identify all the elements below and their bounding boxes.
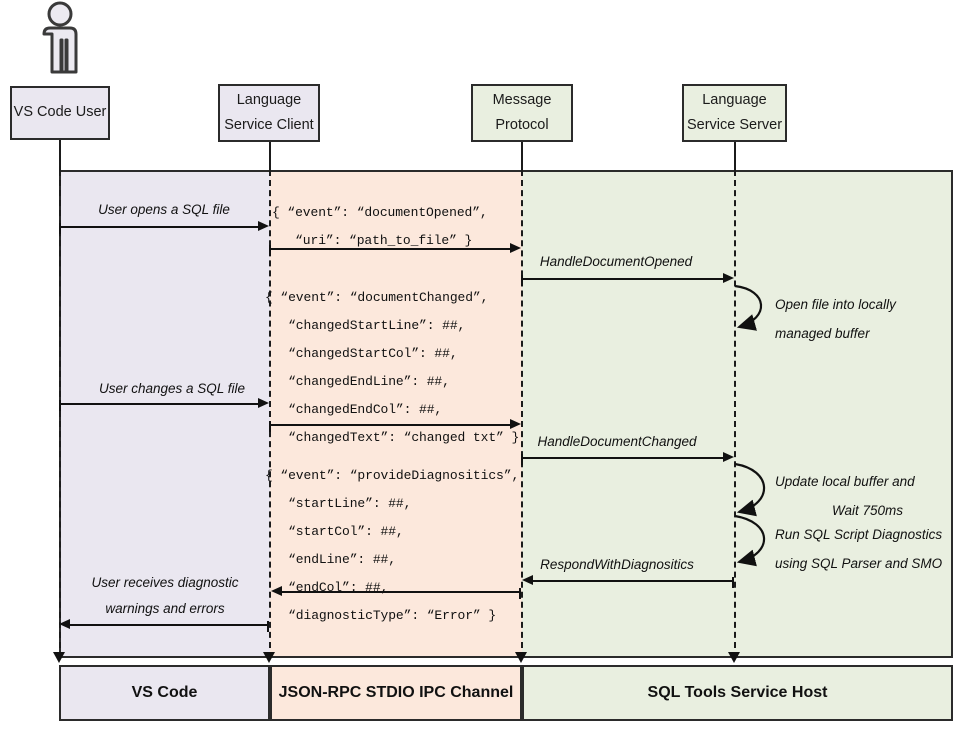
note-open-file-line1: Open file into locally xyxy=(775,297,896,312)
note-run-diagnostics-line2: using SQL Parser and SMO xyxy=(775,556,943,571)
arrowhead-client-to-protocol-opened xyxy=(510,243,521,253)
note-update-buffer-line2: Wait 750ms xyxy=(831,503,904,518)
arrow-protocol-to-client-diagnostics xyxy=(282,588,521,599)
footer-vs-code[interactable]: VS Code xyxy=(59,665,270,721)
note-open-file-line2: managed buffer xyxy=(775,326,870,341)
arrow-handle-document-changed xyxy=(521,454,723,465)
lifeline-language-service-client xyxy=(269,170,271,658)
footer-label: VS Code xyxy=(131,684,198,701)
arrowhead-respond-with-diagnositics xyxy=(522,575,533,585)
arrow-client-to-protocol-opened xyxy=(269,245,510,256)
terminator-protocol xyxy=(515,652,527,663)
lifeline-stub-user xyxy=(59,140,61,170)
terminator-client xyxy=(263,652,275,663)
arrowhead-handle-document-opened xyxy=(723,273,734,283)
band-service-host xyxy=(522,170,953,658)
arrowhead-user-opens-sql-file xyxy=(258,221,269,231)
participant-vs-code-user[interactable]: VS Code User xyxy=(10,86,110,140)
footer-label: JSON-RPC STDIO IPC Channel xyxy=(278,684,514,701)
label-user-receives-diagnostics-line2: warnings and errors xyxy=(105,601,225,616)
participant-label-line1: Message xyxy=(492,91,552,108)
participant-message-protocol[interactable]: Message Protocol xyxy=(471,84,573,142)
arrowhead-protocol-to-client-diagnostics xyxy=(271,586,282,596)
participant-label-line2: Service Server xyxy=(686,117,783,133)
terminator-server xyxy=(728,652,740,663)
band-vs-code xyxy=(59,170,270,658)
band-ipc-channel xyxy=(270,170,522,658)
person-icon xyxy=(42,1,78,74)
footer-service-host[interactable]: SQL Tools Service Host xyxy=(522,665,953,721)
lifeline-message-protocol xyxy=(521,170,523,658)
participant-language-service-client[interactable]: Language Service Client xyxy=(218,84,320,142)
participant-label-line2: Protocol xyxy=(495,117,549,133)
lifeline-stub-server xyxy=(734,142,736,170)
note-run-diagnostics: Run SQL Script Diagnostics using SQL Par… xyxy=(775,520,942,578)
terminator-user xyxy=(53,652,65,663)
lifeline-stub-protocol xyxy=(521,142,523,170)
arrow-user-receives-diagnostics xyxy=(70,621,269,632)
participant-label-line2: Service Client xyxy=(224,117,314,133)
lifeline-stub-client xyxy=(269,142,271,170)
arrow-user-opens-sql-file xyxy=(59,223,258,234)
payload-document-opened: { “event”: “documentOpened”, “uri”: “pat… xyxy=(272,205,488,248)
label-handle-document-changed: HandleDocumentChanged xyxy=(537,434,697,449)
label-respond-with-diagnositics: RespondWithDiagnositics xyxy=(540,557,694,572)
arrow-user-changes-sql-file xyxy=(59,400,258,411)
footer-ipc-channel[interactable]: JSON-RPC STDIO IPC Channel xyxy=(270,665,522,721)
note-open-file: Open file into locally managed buffer xyxy=(775,290,896,348)
arrowhead-user-receives-diagnostics xyxy=(59,619,70,629)
participant-label-line1: Language xyxy=(702,91,767,108)
payload-document-changed: { “event”: “documentChanged”, “changedSt… xyxy=(265,290,520,445)
footer-label: SQL Tools Service Host xyxy=(647,684,828,701)
arrowhead-client-to-protocol-changed xyxy=(510,419,521,429)
payload-provide-diagnositics: { “event”: “provideDiagnositics”, “start… xyxy=(265,468,520,623)
note-update-buffer: Update local buffer and Wait 750ms xyxy=(775,467,960,525)
label-user-opens-sql-file: User opens a SQL file xyxy=(98,202,230,217)
note-update-buffer-line1: Update local buffer and xyxy=(775,474,915,489)
label-handle-document-opened: HandleDocumentOpened xyxy=(539,254,693,269)
arrowhead-user-changes-sql-file xyxy=(258,398,269,408)
arrowhead-handle-document-changed xyxy=(723,452,734,462)
arrow-handle-document-opened xyxy=(521,275,723,286)
label-user-receives-diagnostics-line1: User receives diagnostic xyxy=(91,575,239,590)
lifeline-vs-code-user xyxy=(59,170,61,658)
arrow-respond-with-diagnositics xyxy=(533,577,734,588)
lifeline-language-service-server xyxy=(734,170,736,658)
arrow-client-to-protocol-changed xyxy=(269,421,510,432)
participant-label-line1: Language xyxy=(236,91,302,108)
label-user-changes-sql-file: User changes a SQL file xyxy=(98,381,246,396)
note-run-diagnostics-line1: Run SQL Script Diagnostics xyxy=(775,527,943,542)
participant-label: VS Code User xyxy=(13,104,107,121)
participant-language-service-server[interactable]: Language Service Server xyxy=(682,84,787,142)
